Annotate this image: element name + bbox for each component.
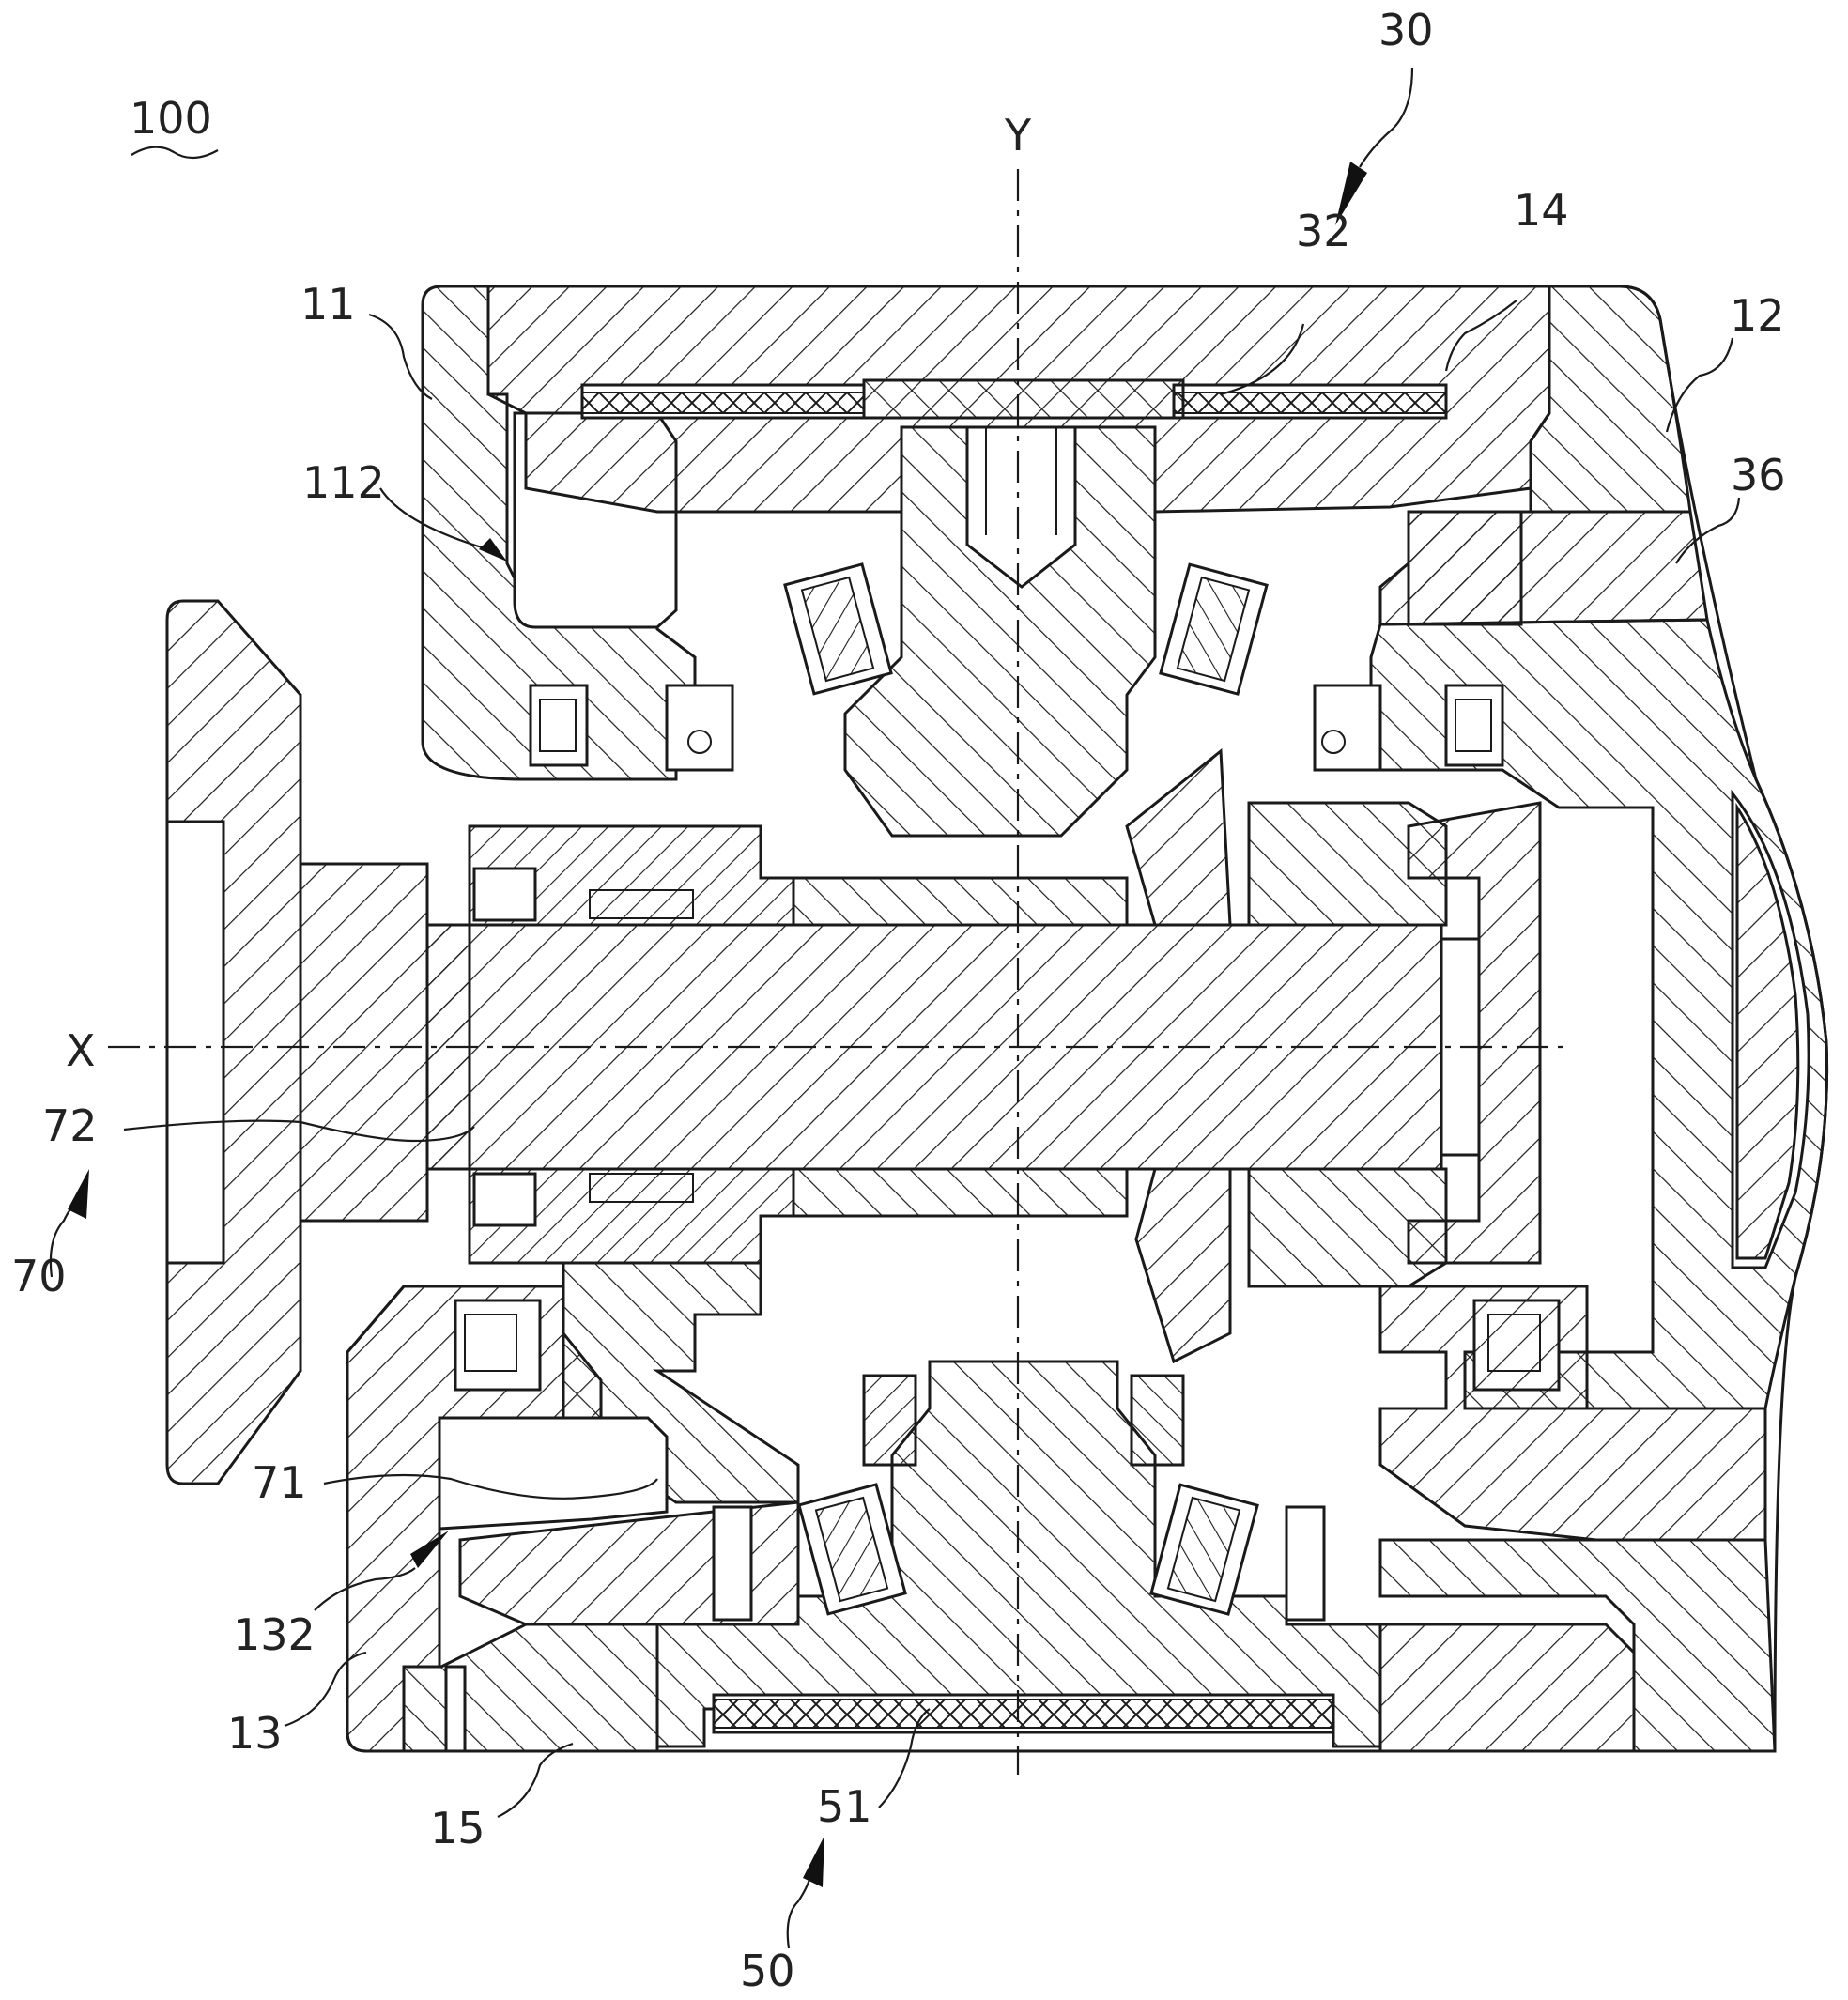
leader-36 (1675, 497, 1741, 564)
tapered-bearing-upper-right (1159, 562, 1269, 696)
tapered-bearing-lower-left (797, 1374, 917, 1616)
pin-lower-right (1285, 1505, 1326, 1622)
arrow-112-icon (479, 538, 507, 562)
label-50: 50 (740, 1946, 795, 1996)
label-14: 14 (1514, 185, 1569, 236)
label-51: 51 (817, 1781, 872, 1832)
needle-bearing-left-top (472, 867, 694, 922)
leader-112 (379, 487, 499, 554)
leader-32 (1220, 323, 1305, 396)
arrow-30-icon (1335, 162, 1367, 225)
ball-bearing-upper-right (1313, 684, 1382, 772)
shaft-sleeve (468, 824, 1129, 1265)
axis-x-label: X (66, 1025, 96, 1076)
arrow-70-icon (68, 1169, 89, 1219)
leader-132 (314, 1567, 416, 1611)
output-part-51 (655, 1360, 1382, 1748)
label-100-underline (131, 146, 219, 160)
leader-50 (786, 1875, 812, 1949)
label-32: 32 (1296, 206, 1351, 256)
leader-11 (368, 313, 433, 400)
tapered-bearing-lower-right (1130, 1374, 1259, 1616)
label-12: 12 (1730, 290, 1785, 341)
label-11: 11 (300, 279, 356, 330)
arrow-50-icon (803, 1836, 824, 1887)
eccentric-gear (1125, 748, 1542, 1364)
label-100: 100 (130, 93, 212, 144)
label-112: 112 (302, 457, 385, 508)
label-13: 13 (227, 1708, 283, 1759)
tapered-bearing-upper-left (783, 562, 893, 696)
input-part-71 (438, 1261, 800, 1531)
label-70: 70 (11, 1251, 67, 1301)
needle-row-left (581, 392, 865, 414)
arrow-132-icon (410, 1531, 449, 1568)
label-15: 15 (430, 1803, 485, 1854)
label-30: 30 (1378, 5, 1434, 55)
label-71: 71 (252, 1457, 307, 1508)
needle-row-right (1173, 392, 1447, 414)
pin-lower-left (712, 1505, 753, 1622)
label-36: 36 (1731, 450, 1786, 500)
label-72: 72 (42, 1100, 98, 1151)
leader-14 (1444, 300, 1517, 372)
ball-bearing-upper-left (665, 684, 734, 772)
leader-15 (497, 1742, 574, 1818)
seal-upper-left (529, 684, 589, 767)
cover-15 (402, 1623, 659, 1753)
axis-y-label: Y (1004, 110, 1032, 161)
gear-part-36 (1407, 510, 1523, 626)
gear-part-32 (843, 425, 1157, 838)
leader-51 (878, 1708, 931, 1808)
leader-71 (323, 1473, 658, 1500)
housing-outline (346, 285, 1829, 1753)
leader-30 (1359, 67, 1414, 168)
leader-13 (284, 1651, 367, 1728)
label-132: 132 (233, 1609, 316, 1660)
seal-lower-left (454, 1299, 542, 1392)
seal-upper-right (1444, 684, 1504, 767)
leader-12 (1665, 337, 1734, 433)
housing-part-12-lower (1378, 1285, 1777, 1753)
needle-bearing-left-bottom (472, 1172, 694, 1227)
leader-72 (123, 1119, 475, 1143)
